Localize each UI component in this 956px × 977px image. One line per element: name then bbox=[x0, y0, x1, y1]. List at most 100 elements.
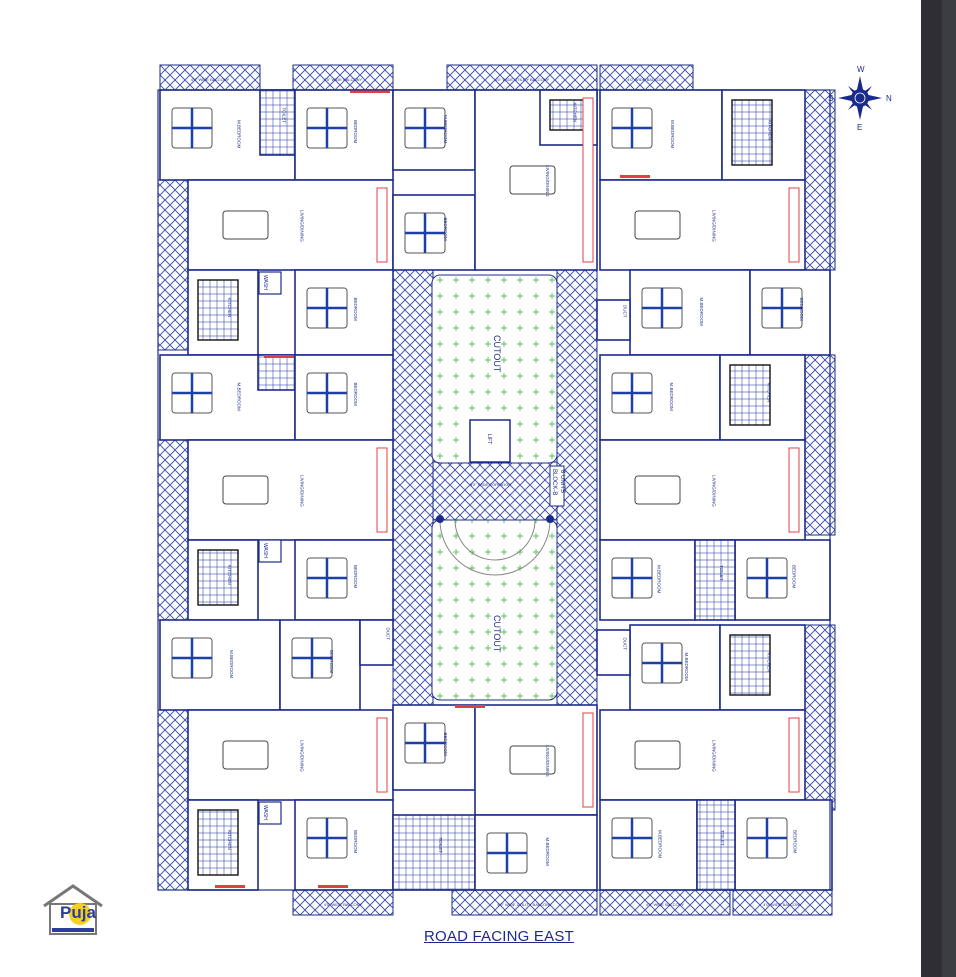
balcony bbox=[157, 439, 189, 621]
room-label: LIVING/DINING bbox=[712, 740, 717, 772]
room-living-dining bbox=[187, 709, 394, 801]
balcony bbox=[432, 461, 558, 521]
room-label: BEDROOM bbox=[353, 383, 358, 407]
balcony bbox=[392, 269, 434, 706]
dining-table-icon bbox=[634, 740, 681, 770]
sofa-icon bbox=[788, 447, 800, 533]
cutout-label: CUTOUT bbox=[492, 335, 502, 373]
sofa-icon bbox=[582, 712, 594, 808]
balcony-label: 4'0" WIDE UTILITY BALCONY bbox=[497, 902, 552, 907]
viewer-scrollbar[interactable] bbox=[942, 0, 956, 977]
balcony-label: 4'0" WIDE BALCONY bbox=[646, 902, 685, 907]
kitchen-counter bbox=[197, 279, 239, 341]
dining-table-icon bbox=[222, 740, 269, 770]
balcony bbox=[292, 64, 394, 91]
sofa-icon bbox=[376, 187, 388, 263]
window-mark bbox=[264, 355, 294, 358]
room-duct bbox=[596, 629, 631, 676]
room-label: M.BEDROOM bbox=[657, 565, 662, 594]
furniture bbox=[171, 97, 803, 874]
room-toilet bbox=[696, 799, 736, 891]
wash-label: WASH bbox=[262, 543, 268, 558]
window-mark bbox=[350, 90, 390, 93]
compass-icon: W N E S bbox=[828, 65, 892, 132]
svg-text:LIFT: LIFT bbox=[486, 434, 492, 444]
balcony bbox=[292, 889, 394, 916]
svg-text:E: E bbox=[857, 123, 862, 132]
wash-areas: WASH WASH WASH bbox=[258, 271, 282, 825]
room-label: BEDROOM bbox=[443, 733, 448, 757]
cutout-north: CUTOUT bbox=[431, 274, 558, 464]
kitchen-counter bbox=[549, 99, 588, 131]
room-label: LIVING/DINING bbox=[300, 475, 305, 507]
corridor-label: 8'0" WIDE CORRIDOR bbox=[470, 482, 511, 487]
svg-text:BLOCK-B: BLOCK-B bbox=[551, 469, 557, 495]
svg-text:S: S bbox=[828, 94, 833, 103]
room-toilet bbox=[392, 814, 476, 891]
room-duct bbox=[596, 299, 631, 341]
room-label: M.BEDROOM bbox=[658, 830, 663, 859]
window-mark bbox=[215, 885, 245, 888]
svg-text:8 UNITS: 8 UNITS bbox=[559, 470, 565, 493]
sofa-icon bbox=[788, 187, 800, 263]
balcony-label: 4'0" WIDE BALCONY bbox=[324, 77, 363, 82]
kitchen-counter bbox=[197, 549, 239, 606]
room-label: BEDROOM bbox=[353, 298, 358, 322]
balcony bbox=[157, 709, 189, 891]
lift[interactable]: LIFT bbox=[469, 419, 511, 463]
dining-table-icon bbox=[509, 165, 556, 195]
sofa-icon bbox=[582, 97, 594, 263]
room-label: LIVING/DINING bbox=[300, 210, 305, 242]
balcony bbox=[599, 64, 694, 91]
kitchen-counter bbox=[197, 809, 239, 876]
wash-label: WASH bbox=[262, 275, 268, 290]
window-mark bbox=[620, 175, 650, 178]
balcony-label: 4'0" WIDE UTILITY BALCONY bbox=[495, 77, 550, 82]
room-label: DUCT bbox=[623, 305, 628, 318]
balcony bbox=[159, 64, 261, 91]
floor-plan: CUTOUT CUTOUT LIFT BLOCK-B 8 UNITS 8'0" … bbox=[157, 64, 892, 916]
room-label: LIVING/DINING bbox=[300, 740, 305, 772]
sofa-icon bbox=[376, 447, 388, 533]
room-label: KITCHEN bbox=[573, 103, 578, 123]
room-label: LIVING/DINING bbox=[712, 475, 717, 507]
room-label: LIVING/DINING bbox=[712, 210, 717, 242]
room-label: LIVING/DINING bbox=[545, 745, 550, 777]
room-living-dining bbox=[187, 179, 394, 271]
svg-text:CUTOUT: CUTOUT bbox=[492, 615, 502, 653]
rooms bbox=[157, 89, 833, 891]
balcony bbox=[732, 889, 833, 916]
room-toilet bbox=[694, 539, 736, 621]
kitchen-counter bbox=[729, 364, 771, 426]
room-label: BEDROOM bbox=[353, 830, 358, 854]
room-label: M.BEDROOM bbox=[699, 298, 704, 327]
room-label: KITCHEN bbox=[227, 565, 232, 585]
balcony-label: 4'0" WIDE BALCONY bbox=[627, 77, 666, 82]
room-label: BEDROOM bbox=[792, 565, 797, 589]
logo-name: Puja bbox=[60, 903, 96, 922]
room-label: BEDROOM bbox=[353, 565, 358, 589]
dining-table-icon bbox=[634, 475, 681, 505]
cutout-south: CUTOUT bbox=[431, 519, 558, 701]
room-label: KITCHEN bbox=[767, 653, 772, 673]
room-label: DUCT bbox=[623, 638, 628, 651]
balcony bbox=[599, 889, 731, 916]
room-label: KITCHEN bbox=[227, 298, 232, 318]
room-label: DUCT bbox=[386, 628, 391, 641]
block-label: BLOCK-B 8 UNITS bbox=[549, 465, 565, 507]
balcony-label: 4'0" WIDE BALCONY bbox=[324, 902, 363, 907]
room-label: TOILET bbox=[282, 108, 287, 124]
road-facing-title: ROAD FACING EAST bbox=[424, 928, 574, 945]
room-duct bbox=[359, 619, 394, 666]
company-logo bbox=[43, 884, 103, 935]
room-toilet bbox=[257, 354, 296, 391]
kitchen-counter bbox=[731, 99, 773, 166]
room-living-dining bbox=[599, 709, 806, 801]
staircase bbox=[436, 515, 554, 576]
dining-table-icon bbox=[222, 475, 269, 505]
sofa-icon bbox=[376, 717, 388, 793]
balcony bbox=[451, 889, 598, 916]
dining-table-icon bbox=[634, 210, 681, 240]
room-label: BEDROOM bbox=[329, 650, 334, 674]
room-label: TOILET bbox=[719, 565, 724, 581]
